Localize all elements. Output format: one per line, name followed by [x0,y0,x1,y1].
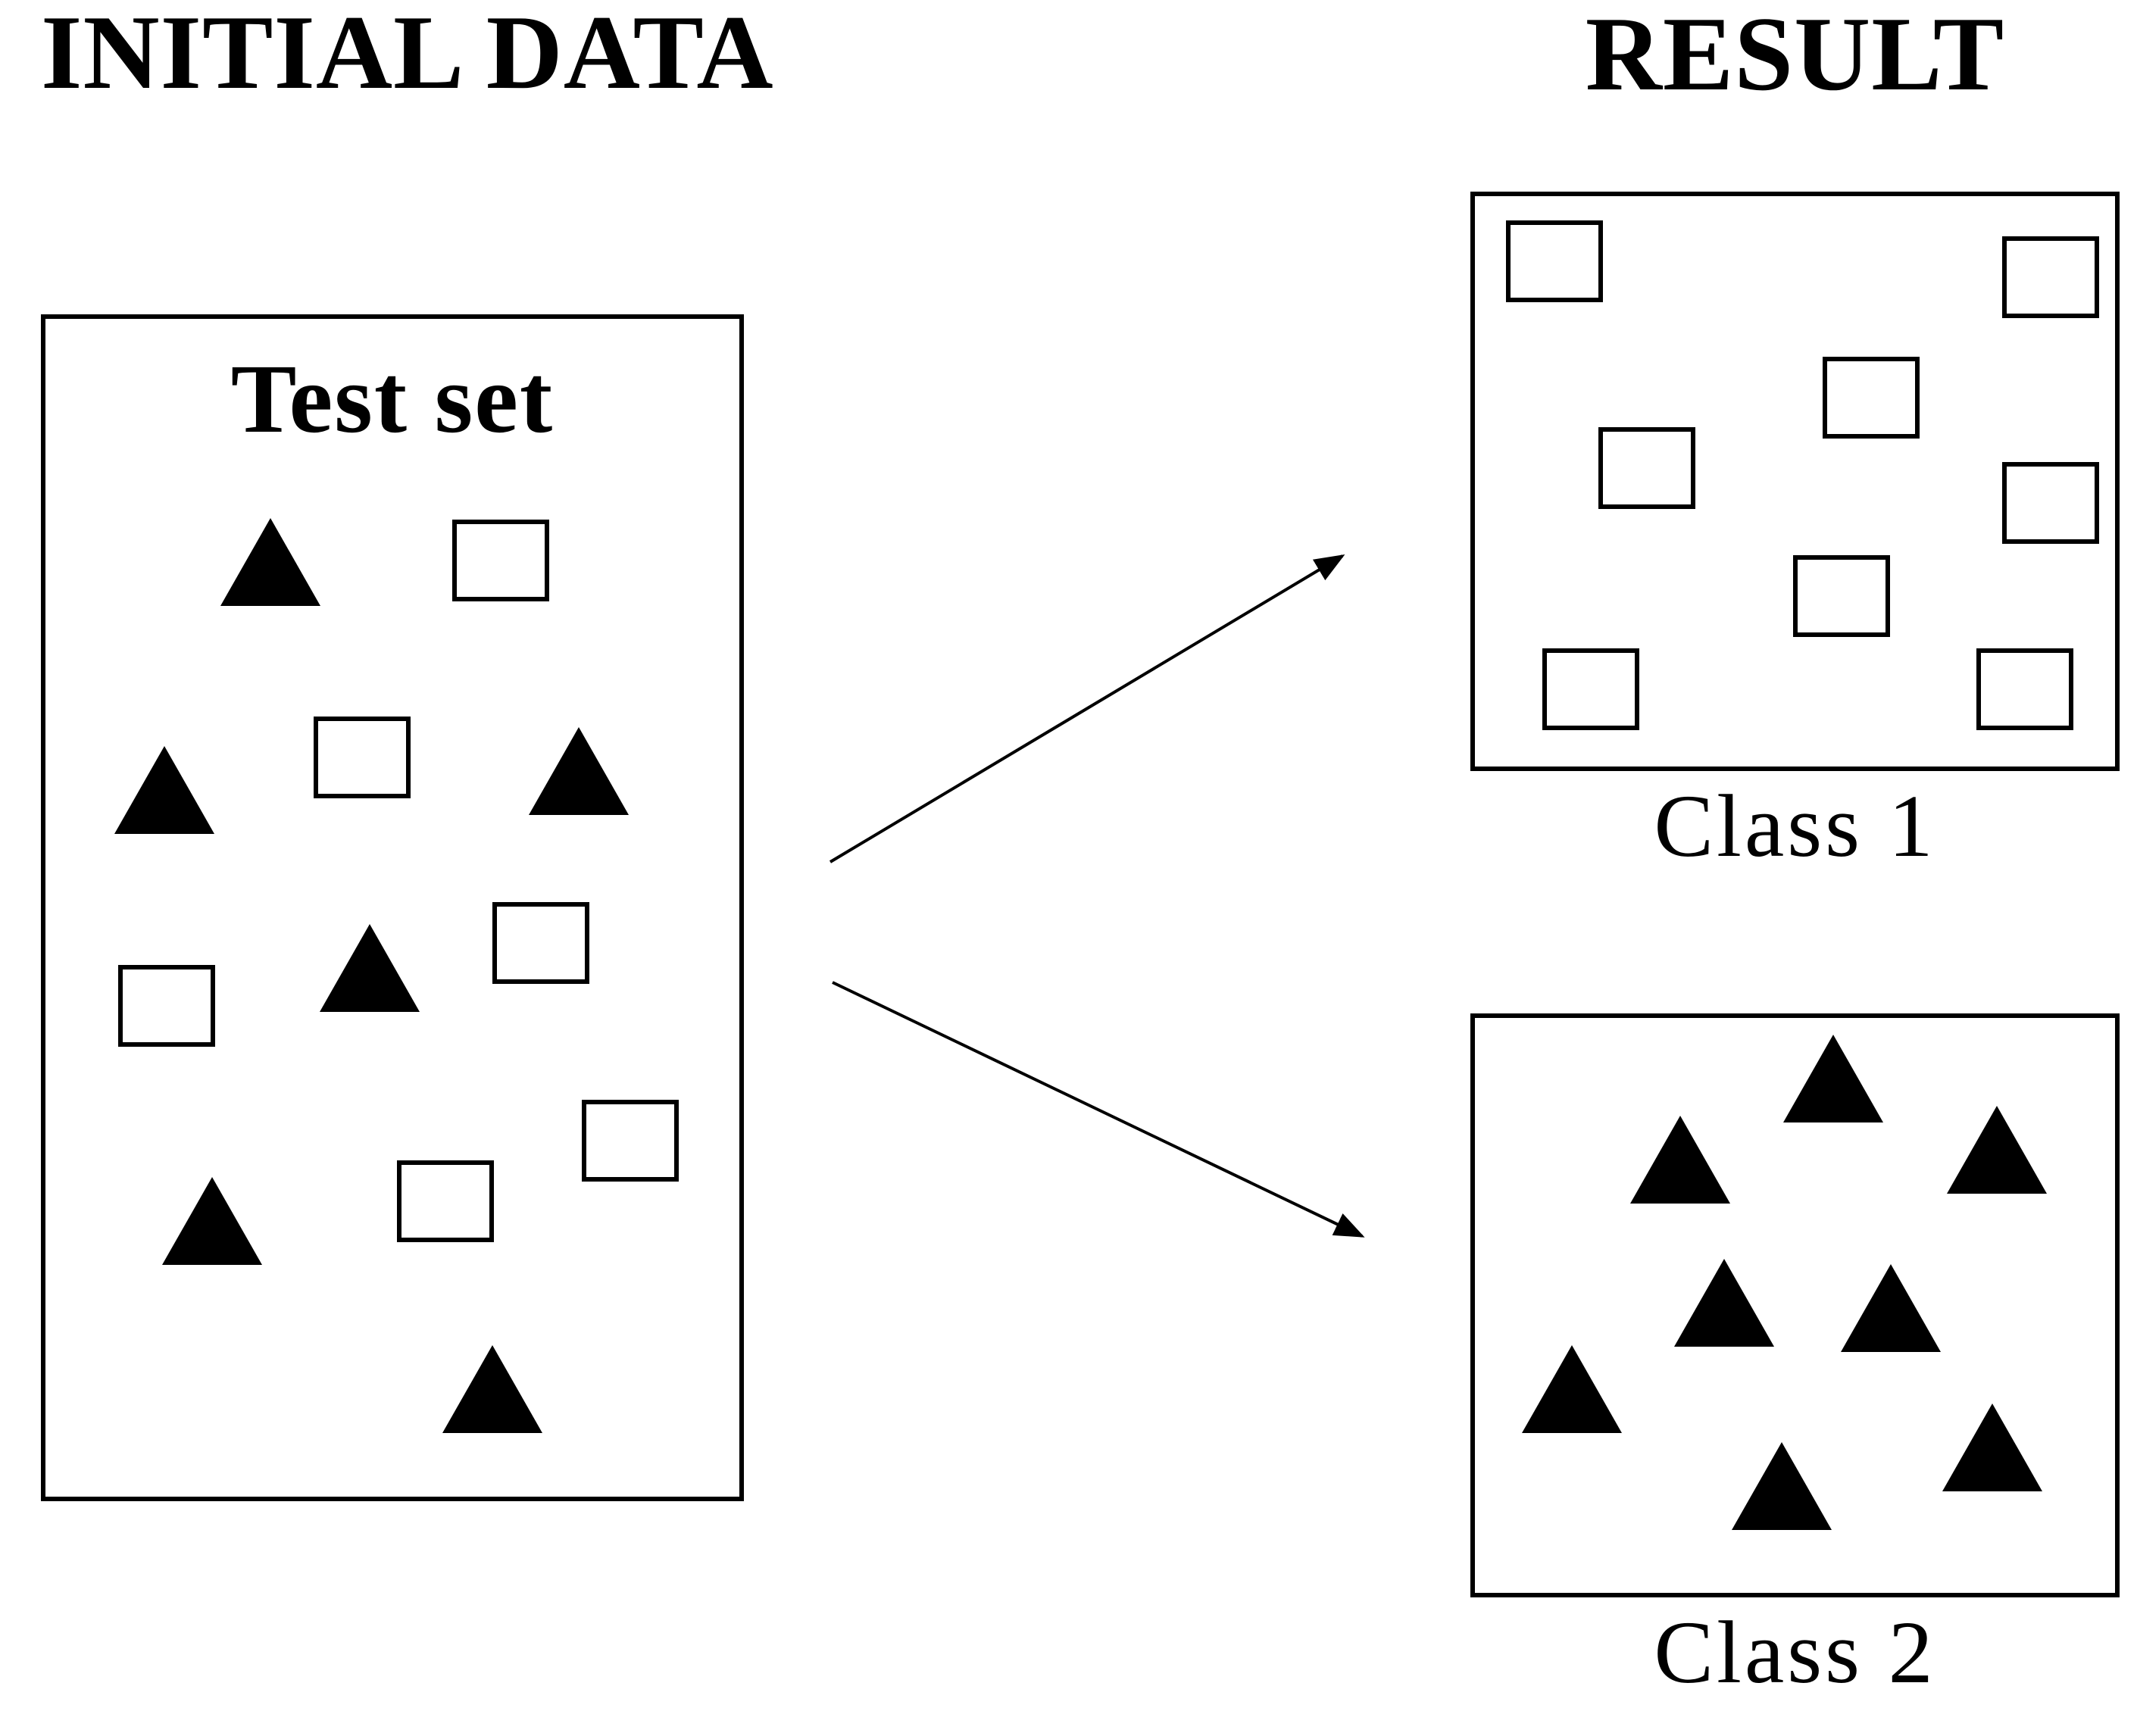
triangle-marker [1732,1442,1832,1530]
square-marker [452,520,549,601]
square-marker [1823,357,1920,439]
arrow-to-class-2 [832,981,1365,1238]
square-marker [2002,462,2099,544]
triangle-marker [1942,1403,2042,1491]
triangle-marker [1630,1116,1730,1204]
triangle-marker [442,1345,542,1433]
class-2-box: Class 2 [1470,1013,2120,1702]
square-marker [397,1160,494,1242]
square-marker [118,965,215,1047]
square-marker [1542,648,1639,730]
triangle-marker [529,727,629,815]
test-set-label: Test set [230,345,555,454]
triangle-marker [162,1177,262,1265]
triangle-marker [1947,1106,2047,1194]
class-2-shapes [1470,1013,2120,1597]
result-heading: RESULT [1585,0,2005,113]
square-marker [2002,236,2099,318]
triangle-marker [1674,1259,1774,1347]
square-marker [1506,220,1603,302]
square-marker [1976,648,2073,730]
class-1-label: Class 1 [1654,776,1936,876]
triangle-marker [1783,1035,1883,1122]
triangle-marker [320,924,420,1012]
triangle-marker [220,518,320,606]
class-2-label: Class 2 [1654,1603,1936,1702]
triangle-marker [1522,1345,1622,1433]
square-marker [492,902,589,984]
test-set-shapes [41,314,744,1501]
triangle-marker [1841,1264,1941,1352]
square-marker [582,1100,679,1182]
square-marker [314,717,411,798]
test-set-box: Test set [41,314,744,1501]
initial-data-heading: INITIAL DATA [41,0,774,111]
class-1-shapes [1470,192,2120,771]
square-marker [1598,427,1695,509]
class-1-box: Class 1 [1470,192,2120,876]
triangle-marker [114,746,214,834]
arrow-to-class-1 [829,554,1345,863]
square-marker [1793,555,1890,637]
